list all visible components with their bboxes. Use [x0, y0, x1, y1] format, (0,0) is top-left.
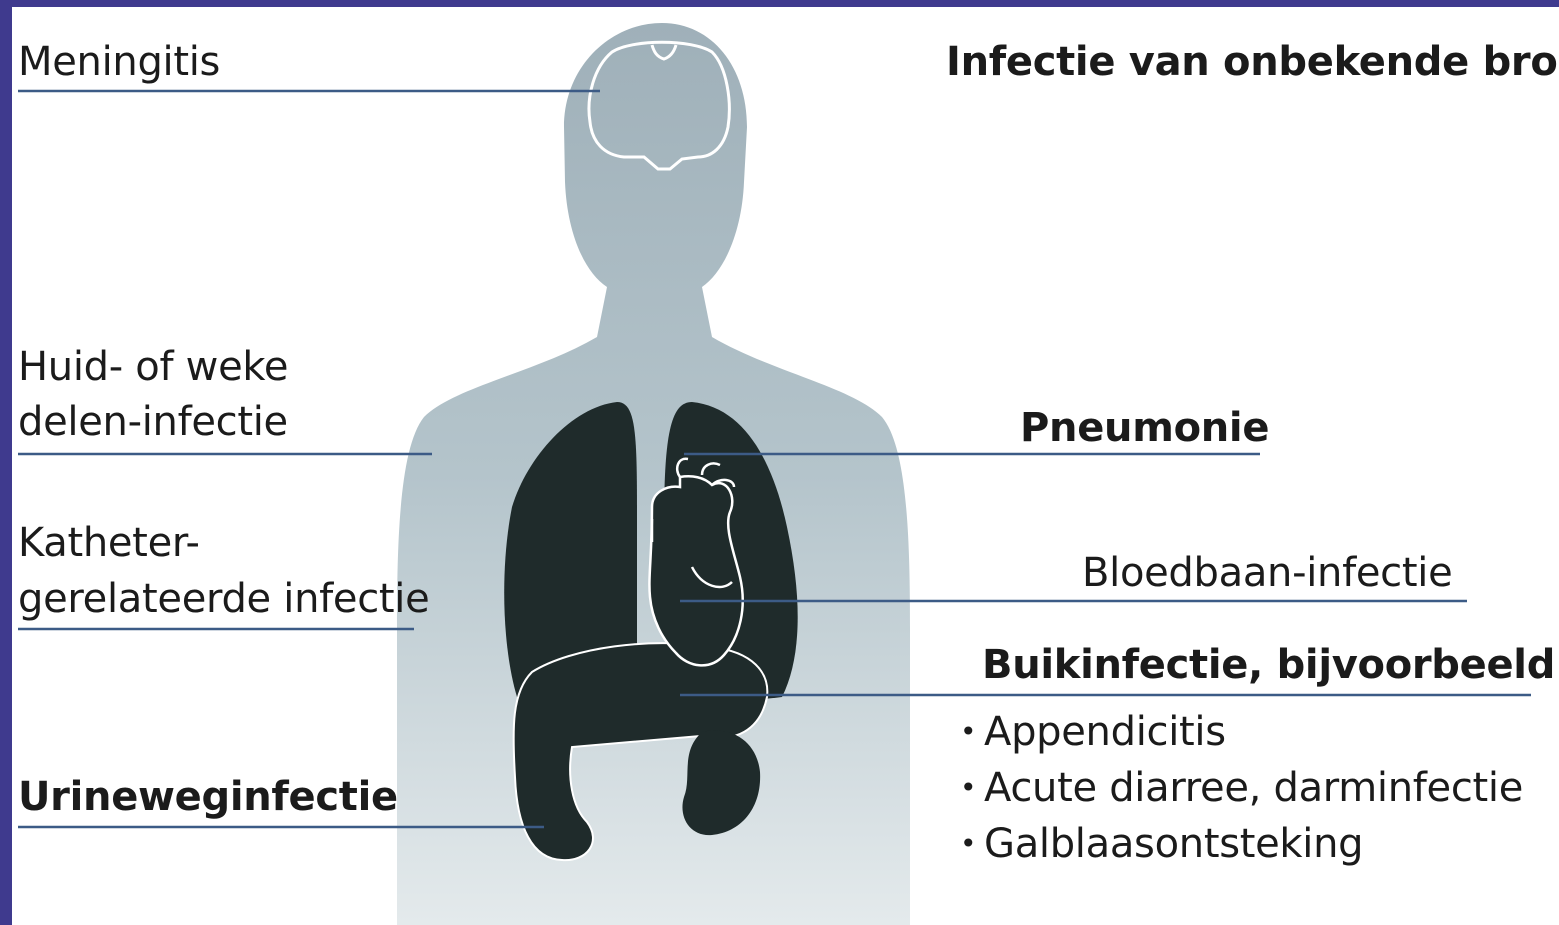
label-meningitis: Meningitis — [18, 34, 220, 90]
body-silhouette — [397, 23, 910, 925]
label-katheter-line2: gerelateerde infectie — [18, 571, 429, 627]
buik-examples-list: Appendicitis Acute diarree, darminfectie… — [960, 704, 1523, 872]
label-urineweg: Urineweginfectie — [18, 769, 398, 825]
list-item: Acute diarree, darminfectie — [960, 760, 1523, 816]
diagram-title: Infectie van onbekende bron — [946, 34, 1559, 90]
label-bloedbaan: Bloedbaan-infectie — [1082, 545, 1452, 601]
label-pneumonie: Pneumonie — [1020, 400, 1269, 456]
label-huid-line1: Huid- of weke — [18, 339, 288, 395]
list-item: Appendicitis — [960, 704, 1523, 760]
label-huid-line2: delen-infectie — [18, 394, 288, 450]
diagram-canvas: Meningitis Infectie van onbekende bron H… — [12, 7, 1559, 925]
heart-shape — [649, 476, 742, 665]
label-buikinfectie: Buikinfectie, bijvoorbeeld — [982, 637, 1555, 693]
label-katheter-line1: Katheter- — [18, 515, 200, 571]
list-item: Galblaasontsteking — [960, 816, 1523, 872]
